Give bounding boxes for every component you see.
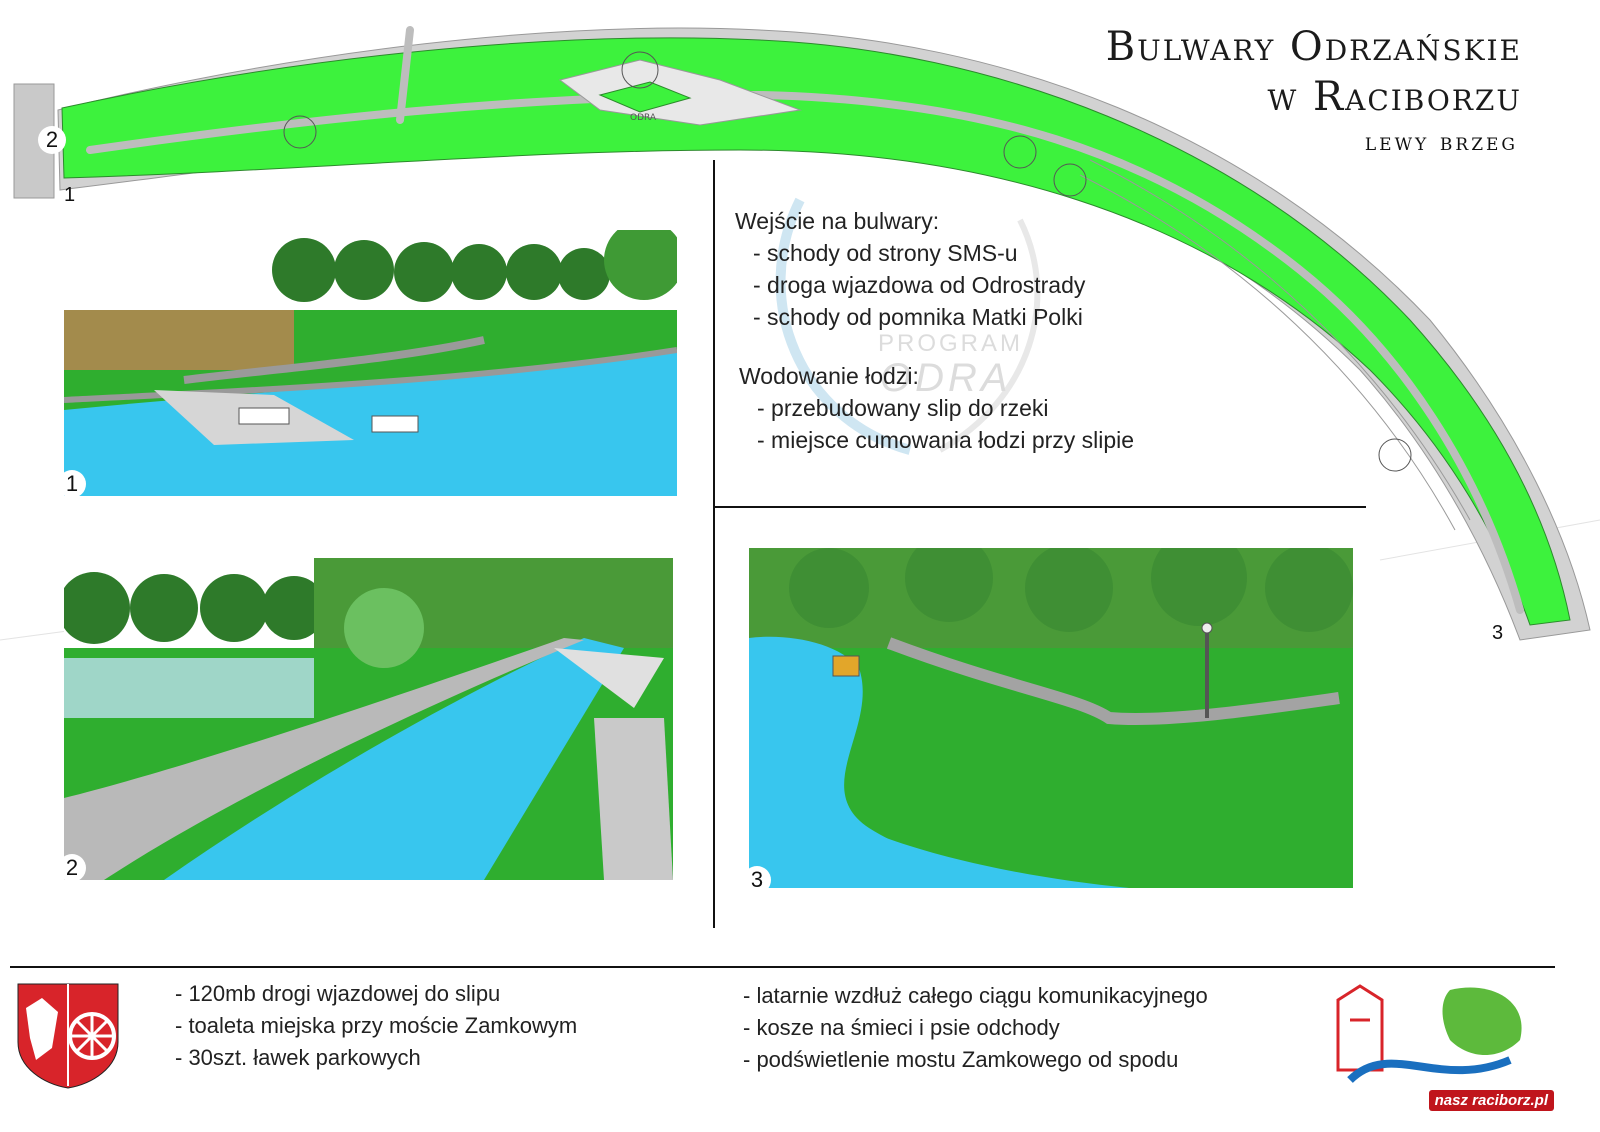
watermark-text-1: PROGRAM	[878, 330, 1024, 357]
map-marker-3: 3	[1492, 622, 1504, 644]
render-photo-3: 3	[749, 548, 1353, 888]
site-badge-part2: raciborz.pl	[1472, 1092, 1548, 1109]
page-title-line2: w Raciborzu	[1267, 74, 1522, 120]
entrance-item: - schody od strony SMS-u	[753, 240, 1018, 266]
amenity-item: - 120mb drogi wjazdowej do slipu	[175, 981, 501, 1006]
render-photo-2: 2	[64, 548, 673, 880]
boats-info: Wodowanie łodzi: - przebudowany slip do …	[739, 360, 1134, 456]
photo-label-2: 2	[64, 854, 86, 880]
amenities-list-right: - latarnie wzdłuż całego ciągu komunikac…	[743, 980, 1208, 1076]
boulevard-map: ODRA	[0, 26, 1600, 661]
photo-label-3: 3	[749, 866, 771, 888]
entrance-heading: Wejście na bulwary:	[735, 208, 940, 234]
amenity-item: - 30szt. ławek parkowych	[175, 1045, 421, 1070]
city-logo-icon	[1330, 980, 1550, 1092]
river-label: ODRA	[630, 113, 657, 123]
page-title: Bulwary Odrzańskie	[1105, 24, 1522, 70]
boats-item: - przebudowany slip do rzeki	[757, 395, 1049, 421]
site-badge: nasz raciborz.pl	[1428, 1090, 1554, 1111]
entrance-item: - droga wjazdowa od Odrostrady	[753, 272, 1086, 298]
boats-item: - miejsce cumowania łodzi przy slipie	[757, 427, 1135, 453]
horizontal-divider	[713, 506, 1366, 508]
map-marker-1: 1	[64, 184, 76, 206]
watermark-text-2: ODRA	[880, 356, 1012, 400]
entrance-item: - schody od pomnika Matki Polki	[753, 304, 1083, 330]
watermark-logo-icon	[775, 197, 1041, 455]
amenity-item: - podświetlenie mostu Zamkowego od spodu	[743, 1047, 1179, 1072]
bottom-divider	[10, 966, 1555, 968]
entrance-info: Wejście na bulwary: - schody od strony S…	[735, 205, 1085, 333]
vertical-divider	[713, 160, 715, 928]
amenity-item: - kosze na śmieci i psie odchody	[743, 1015, 1060, 1040]
render-photo-1: 1	[64, 230, 677, 496]
photo-label-1: 1	[64, 470, 86, 496]
program-odra-watermark: PROGRAM ODRA	[760, 180, 1060, 470]
page-subtitle: lewy brzeg	[1364, 128, 1518, 156]
boats-heading: Wodowanie łodzi:	[739, 363, 919, 389]
amenity-item: - latarnie wzdłuż całego ciągu komunikac…	[743, 983, 1208, 1008]
map-marker-2: 2	[38, 126, 66, 154]
amenities-list-left: - 120mb drogi wjazdowej do slipu - toale…	[175, 978, 577, 1074]
coat-of-arms-icon	[12, 978, 124, 1090]
amenity-item: - toaleta miejska przy moście Zamkowym	[175, 1013, 578, 1038]
site-badge-part1: nasz	[1434, 1092, 1468, 1109]
